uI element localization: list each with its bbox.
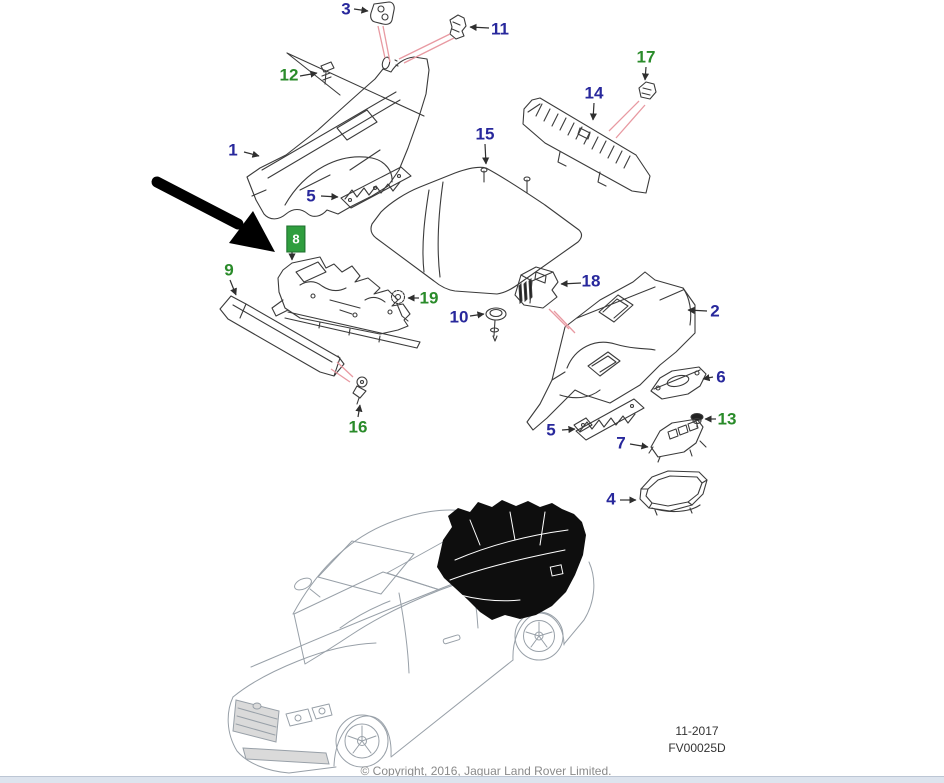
callout-16[interactable]: 16 bbox=[348, 417, 368, 437]
part-18-bracket bbox=[514, 266, 559, 309]
callout-1[interactable]: 1 bbox=[228, 140, 238, 160]
callout-13[interactable]: 13 bbox=[717, 409, 737, 429]
part-9-sill-trim-panel bbox=[219, 295, 345, 377]
part-3-bracket bbox=[370, 1, 395, 25]
part-5-retainer-strip-upper bbox=[340, 166, 412, 209]
highlighted-trunk-trim-area bbox=[437, 500, 586, 620]
car-grille bbox=[232, 699, 280, 743]
part-13-fastener bbox=[690, 413, 704, 428]
part-16-clip bbox=[352, 376, 368, 405]
callout-17[interactable]: 17 bbox=[636, 47, 656, 67]
drawing-code: FV00025D bbox=[668, 741, 726, 755]
part-11-clip bbox=[449, 14, 467, 40]
part-10-fastener bbox=[485, 307, 507, 342]
vehicle-illustration bbox=[227, 500, 595, 774]
callout-2[interactable]: 2 bbox=[710, 301, 720, 321]
part-7-mounting-bracket bbox=[648, 418, 707, 463]
callout-3[interactable]: 3 bbox=[341, 0, 351, 19]
callout-12[interactable]: 12 bbox=[279, 65, 299, 85]
car-front-intake bbox=[242, 747, 330, 765]
car-rear-wheel bbox=[514, 611, 564, 661]
part-6-bracket bbox=[650, 366, 707, 400]
car-mirror bbox=[294, 577, 312, 591]
pink-leader-lines bbox=[330, 25, 646, 383]
callout-10[interactable]: 10 bbox=[449, 307, 469, 327]
callout-4[interactable]: 4 bbox=[606, 489, 616, 509]
callout-5-lower[interactable]: 5 bbox=[546, 420, 556, 440]
date-code: 11-2017 bbox=[675, 724, 719, 738]
part-2-quarter-trim-panel-right bbox=[526, 271, 696, 431]
callout-15[interactable]: 15 bbox=[475, 124, 495, 144]
part-17-clip bbox=[638, 81, 657, 100]
part-1-quarter-trim-panel-left bbox=[246, 52, 430, 220]
callout-7[interactable]: 7 bbox=[616, 433, 626, 453]
callout-11[interactable]: 11 bbox=[491, 19, 509, 39]
car-headlights bbox=[285, 703, 333, 727]
callout-6[interactable]: 6 bbox=[716, 367, 726, 387]
callout-5-upper[interactable]: 5 bbox=[306, 186, 316, 206]
callout-18[interactable]: 18 bbox=[581, 271, 601, 291]
callout-9[interactable]: 9 bbox=[224, 260, 234, 280]
copyright-text: © Copyright, 2016, Jaguar Land Rover Lim… bbox=[360, 764, 612, 778]
car-front-wheel bbox=[335, 714, 389, 768]
bottom-scrollbar-track[interactable] bbox=[0, 776, 944, 783]
callout-19[interactable]: 19 bbox=[419, 288, 439, 308]
part-5-retainer-strip-lower bbox=[573, 398, 645, 441]
part-14-sill-tread-plate bbox=[522, 97, 651, 194]
highlight-arrow bbox=[151, 176, 275, 252]
part-12-clip bbox=[320, 61, 335, 85]
callout-leader-lines bbox=[229, 6, 716, 504]
part-8-front-trim-assembly bbox=[271, 256, 421, 349]
part-15-loadspace-mat bbox=[370, 166, 583, 295]
callout-8-highlighted[interactable]: 8 bbox=[286, 225, 306, 253]
part-4-stowage-tray bbox=[639, 470, 708, 516]
part-19-grommet bbox=[390, 289, 409, 322]
callout-14[interactable]: 14 bbox=[584, 83, 604, 103]
